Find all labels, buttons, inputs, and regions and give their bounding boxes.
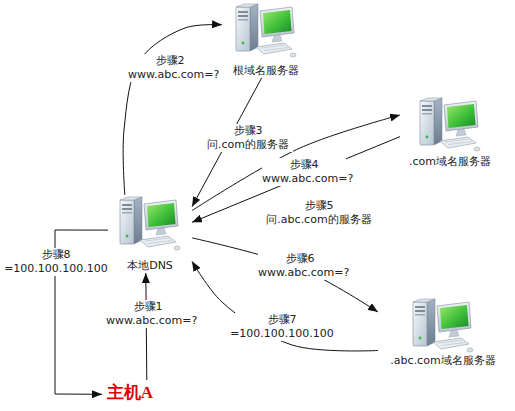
server-icon [420,98,480,151]
step-label: 步骤1 www.abc.com=? [106,300,190,328]
node-label: .abc.com域名服务器 [390,354,495,368]
server-icon [236,4,296,57]
query-arrow [123,25,222,195]
server-icon [120,197,180,250]
node-label: .com域名服务器 [409,155,491,169]
step-label: 步骤6 www.abc.com=? [258,252,342,280]
query-arrow [192,238,378,312]
server-node: 根域名服务器 [222,2,310,78]
step-label: 步骤5 问.abc.com的服务器 [262,199,376,227]
query-arrow [192,115,400,211]
server-node: 本地DNS [108,195,192,273]
server-node: .com域名服务器 [400,97,500,169]
connector-layer [55,25,400,395]
node-label: 根域名服务器 [233,64,299,78]
server-node: .abc.com域名服务器 [378,298,508,368]
step-label: 步骤2 www.abc.com=? [128,54,212,82]
server-icon [413,299,473,352]
step-label: 步骤8 =100.100.100.100 [4,248,108,276]
node-label: 本地DNS [127,259,173,273]
step-label: 步骤7 =100.100.100.100 [230,313,334,341]
node-label: 主机A [107,383,153,403]
host-node: 主机A [102,380,158,406]
step-label: 步骤4 www.abc.com=? [262,158,346,186]
step-label: 步骤3 问.com的服务器 [203,124,293,152]
